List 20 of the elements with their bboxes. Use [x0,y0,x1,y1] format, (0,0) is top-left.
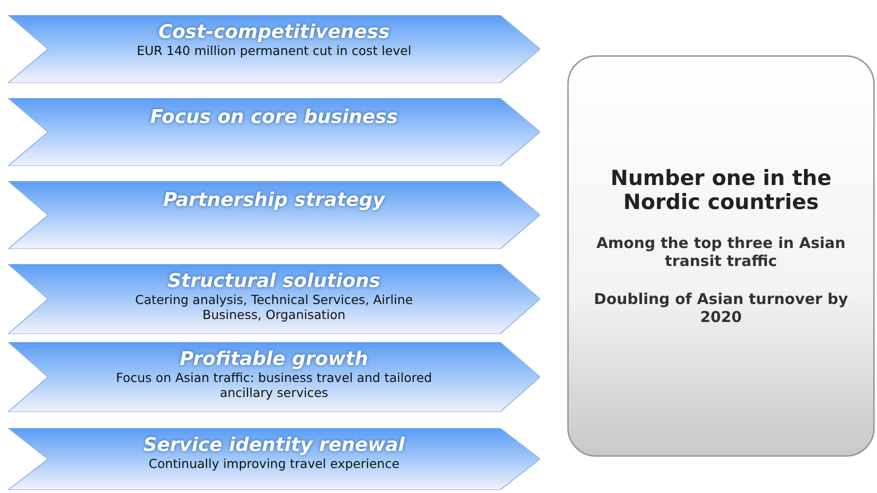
banner-title: Service identity renewal [143,434,405,456]
banner-description: EUR 140 million permanent cut in cost level [136,43,412,58]
chevron-banner [8,15,540,83]
panel-statement: Doubling of Asian turnover by 2020 [592,290,850,326]
panel-statement: Among the top three in Asian transit traffic [595,234,847,270]
panel-heading: Number one in the Nordic countries [610,166,832,214]
banner-description: Focus on Asian traffic: business travel and tailored ancillary services [115,370,433,400]
banner-description: Continually improving travel experience [148,456,400,471]
banner-title: Focus on core business [150,106,398,128]
banner-title: Partnership strategy [163,189,385,211]
chevron-banner [8,98,540,166]
chevron-banner [8,428,540,490]
banner-title: Cost-competitiveness [158,21,390,43]
highlight-panel [567,55,875,457]
banner-description: Catering analysis, Technical Services, Airline Business, Organisation [134,292,414,322]
chevron-banner [8,342,540,412]
banner-title: Profitable growth [180,348,368,370]
banner-title: Structural solutions [168,270,380,292]
chevron-banner [8,264,540,334]
chevron-banner [8,181,540,249]
